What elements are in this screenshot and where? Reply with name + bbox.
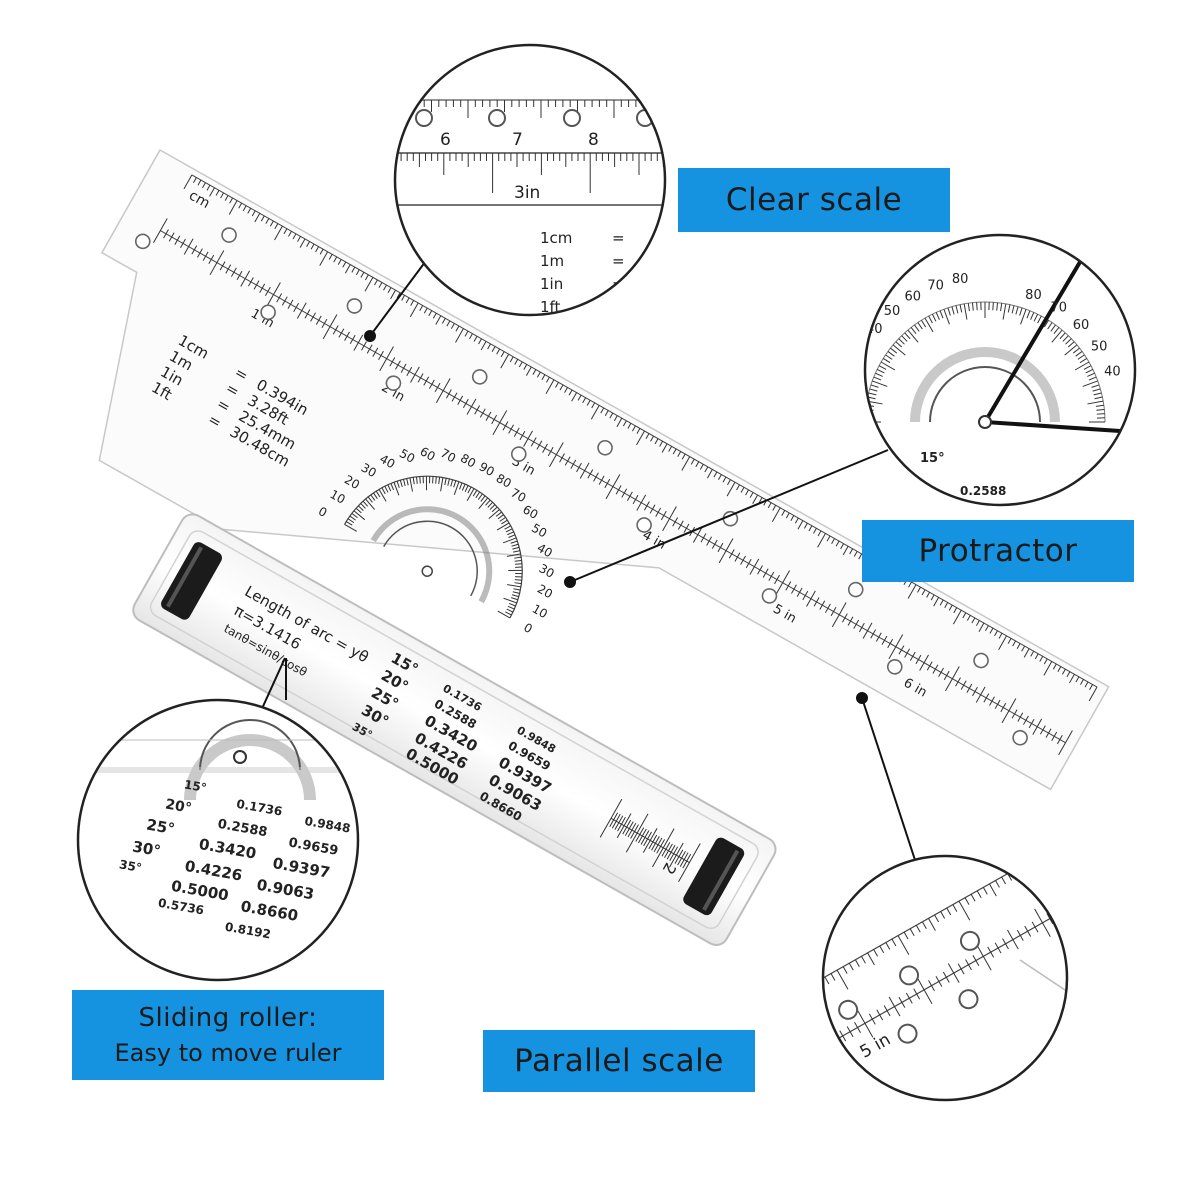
svg-text:8: 8 (588, 130, 599, 150)
svg-text:20: 20 (841, 365, 858, 380)
svg-text:40: 40 (1104, 364, 1121, 379)
mm-scale-top (183, 174, 1098, 702)
zoom-parallel-scale: 5 in (821, 854, 1069, 1102)
svg-text:10: 10 (328, 487, 348, 507)
svg-text:3in: 3in (514, 183, 540, 203)
svg-text:1cm: 1cm (540, 229, 572, 247)
svg-text:1ft: 1ft (540, 298, 561, 316)
ruler-body: 1 in2 in3 in4 in5 in6 in 1cm 1m 1in 1ft … (98, 148, 1110, 791)
svg-text:30°: 30° (131, 837, 162, 860)
svg-text:60: 60 (905, 289, 922, 304)
svg-text:0: 0 (521, 620, 535, 636)
callout-dots (364, 330, 868, 704)
svg-text:70: 70 (508, 486, 528, 506)
sliding-roller[interactable]: Length of arc = yθ π=3.1416 tanθ=sinθ/co… (129, 510, 780, 949)
svg-text:60: 60 (418, 444, 438, 464)
roller-scale (599, 798, 701, 882)
svg-text:1in: 1in (540, 275, 563, 293)
svg-text:20°: 20° (164, 796, 193, 816)
callout-protractor: Protractor (862, 520, 1134, 582)
roller-knob-right[interactable] (681, 835, 746, 917)
conversion-table: 1cm 1m 1in 1ft == == 0.394in 3.28ft 25.4… (148, 331, 311, 470)
callout-clear-scale-text: Clear scale (725, 182, 903, 218)
svg-text:80: 80 (494, 471, 514, 491)
svg-text:15°: 15° (920, 451, 945, 466)
svg-text:50: 50 (884, 304, 901, 319)
svg-text:0: 0 (655, 229, 665, 247)
svg-text:50: 50 (1091, 340, 1108, 355)
callout-parallel-scale: Parallel scale (483, 1030, 755, 1092)
svg-text:6: 6 (440, 130, 451, 150)
svg-text:20: 20 (535, 582, 555, 602)
svg-text:15°: 15° (183, 777, 208, 795)
svg-text:30: 30 (359, 460, 379, 480)
svg-text:40: 40 (377, 452, 397, 472)
svg-text:70: 70 (438, 446, 458, 466)
svg-text:30: 30 (537, 561, 557, 581)
svg-text:0.2588: 0.2588 (960, 484, 1006, 498)
svg-text:60: 60 (520, 502, 540, 522)
svg-text:1m: 1m (540, 252, 564, 270)
svg-text:50: 50 (529, 521, 549, 541)
svg-text:80: 80 (1025, 288, 1042, 303)
roller-knob-left[interactable] (159, 540, 224, 622)
svg-text:40: 40 (535, 541, 555, 561)
svg-text:=: = (612, 252, 625, 270)
svg-text:90: 90 (477, 459, 497, 479)
svg-text:10: 10 (834, 390, 851, 405)
svg-text:70: 70 (927, 279, 944, 294)
svg-text:10: 10 (530, 602, 550, 622)
callout-sliding-roller-title: Sliding roller: (138, 1003, 318, 1033)
callout-clear-scale: Clear scale (678, 168, 950, 232)
zoom-sliding-roller: 15° 20° 25° 30° 35° 0.1736 0.2588 0.3420… (76, 698, 360, 982)
svg-text:=: = (612, 229, 625, 247)
callout-sliding-roller-sub: Easy to move ruler (114, 1039, 342, 1067)
svg-text:25°: 25° (145, 816, 176, 839)
callout-protractor-text: Protractor (918, 533, 1078, 569)
svg-text:80: 80 (458, 451, 478, 471)
ruler-holes (134, 227, 1028, 746)
svg-text:70: 70 (1051, 301, 1068, 316)
svg-text:7: 7 (512, 130, 523, 150)
svg-text:60: 60 (1073, 318, 1090, 333)
svg-text:35°: 35° (118, 857, 143, 875)
zoom-clear-scale: 6 7 8 3in 1cm 1m 1in 1ft = = = 0 (393, 43, 667, 317)
svg-text:50: 50 (397, 446, 417, 466)
callout-parallel-scale-text: Parallel scale (514, 1043, 724, 1079)
svg-text:20: 20 (342, 472, 362, 492)
svg-text:80: 80 (952, 272, 969, 287)
callout-sliding-roller: Sliding roller: Easy to move ruler (72, 990, 384, 1080)
